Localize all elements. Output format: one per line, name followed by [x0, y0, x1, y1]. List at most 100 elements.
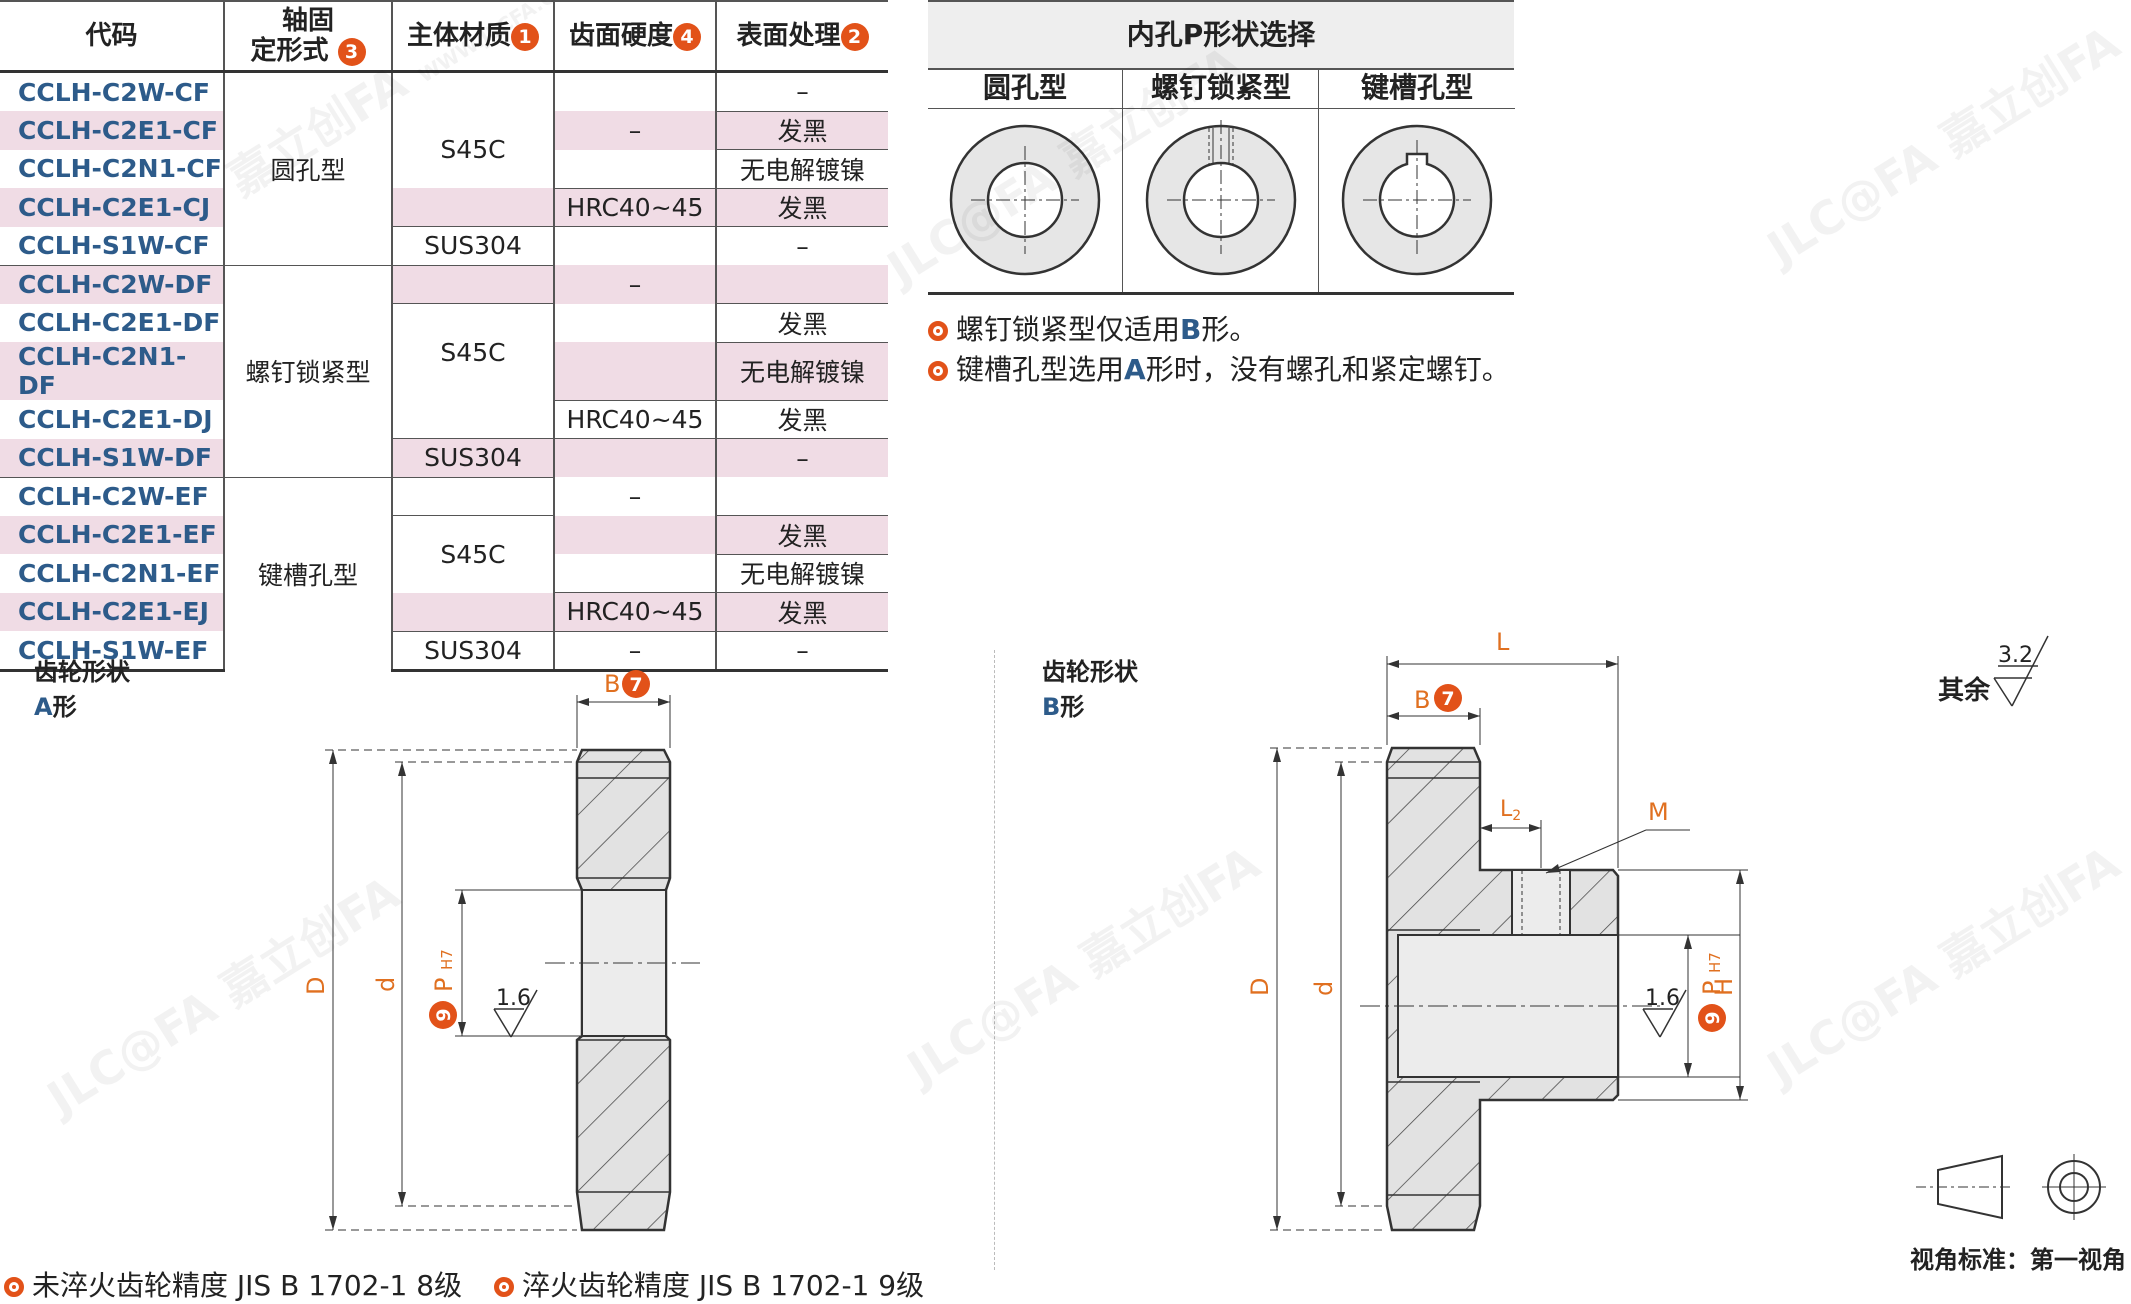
code-cell: CCLH-C2E1-CJ — [0, 188, 224, 227]
dim-H: H — [1710, 978, 1738, 996]
code-cell: CCLH-C2W-DF — [0, 264, 224, 304]
table-row: CCLH-C2W-EF 键槽孔型 – — [0, 476, 888, 671]
code-cell: CCLH-C2N1-DF — [0, 342, 224, 400]
bore-shape-drawings — [949, 120, 1493, 276]
gear-a-drawing: B 7 D d 9 P H7 1.6 — [302, 670, 700, 1232]
table-row: CCLH-C2E1-DF S45C 发黑 — [0, 303, 888, 400]
bore-note-1: 螺钉锁紧型仅适用B形。 — [928, 308, 1257, 348]
code-cell: CCLH-C2E1-DJ — [18, 404, 213, 434]
code-cell: CCLH-C2W-EF — [0, 476, 224, 516]
hardness-cell: – — [553, 111, 716, 150]
bullet-icon — [4, 1277, 24, 1297]
hardness-cell: – — [553, 630, 716, 672]
surface-cell: 发黑 — [715, 110, 888, 150]
table-row: CCLH-C2E1-EF S45C 发黑 — [0, 515, 888, 593]
table-row: CCLH-C2E1-EJ HRC40~45 发黑 — [0, 592, 888, 631]
bore-type-round: 圆孔型 — [928, 68, 1122, 109]
hardness-cell: – — [553, 265, 716, 304]
table-row: CCLH-C2W-CF 圆孔型 – — [0, 71, 888, 265]
code-cell: CCLH-C2E1-CF — [0, 111, 224, 150]
svg-text:9: 9 — [1702, 1011, 1724, 1024]
surface-cell: – — [715, 71, 888, 111]
code-cell: CCLH-C2N1-EF — [18, 558, 221, 588]
badge-9-a — [429, 1001, 457, 1029]
gear-b-title: 齿轮形状 B形 — [1042, 658, 1138, 721]
dim-B-a: B — [604, 670, 620, 698]
hardness-cell: HRC40~45 — [553, 187, 716, 227]
table-row: CCLH-C2E1-DJ HRC40~45 发黑 — [0, 399, 888, 439]
accuracy-note-1: 未淬火齿轮精度 JIS B 1702-1 8级 — [4, 1264, 462, 1304]
badge-2: 2 — [840, 22, 869, 51]
surface-cell: 无电解镀镍 — [715, 553, 888, 593]
bore-type-keyway: 键槽孔型 — [1318, 68, 1515, 109]
surface-cell: 无电解镀镍 — [715, 149, 888, 188]
bore-note-2: 键槽孔型选用A形时，没有螺孔和紧定螺钉。 — [928, 348, 1510, 388]
svg-text:H7: H7 — [438, 949, 456, 970]
surface-cell: 发黑 — [715, 303, 888, 342]
table-row: CCLH-S1W-EF SUS304 – – — [0, 630, 888, 672]
material-cell: SUS304 — [391, 630, 554, 672]
keyway-bore-shape — [1341, 124, 1493, 276]
svg-text:7: 7 — [1441, 688, 1454, 710]
hardness-cell: HRC40~45 — [553, 592, 716, 631]
table-row: CCLH-C2E1-CJ HRC40~45 发黑 — [0, 187, 888, 227]
projection-label: 视角标准：第一视角 — [1910, 1246, 2126, 1274]
rest-roughness-symbol: 3.2 — [1993, 635, 2049, 707]
svg-text:1.6: 1.6 — [1645, 986, 1680, 1011]
roughness-symbol-b: 1.6 — [1642, 986, 1687, 1038]
code-cell: CCLH-C2N1-CF — [18, 154, 222, 184]
accuracy-note-2: 淬火齿轮精度 JIS B 1702-1 9级 — [494, 1264, 924, 1304]
surface-cell: 发黑 — [715, 515, 888, 554]
dim-B-b: B — [1414, 686, 1430, 714]
badge-9-b — [1698, 1004, 1726, 1032]
dim-P-b: P — [1698, 981, 1726, 995]
badge-1: 1 — [511, 22, 539, 51]
material-cell: SUS304 — [391, 226, 554, 265]
fix-type-cell: 圆孔型 — [223, 71, 392, 265]
surface-cell: – — [715, 630, 888, 672]
dim-P-a: P — [430, 978, 458, 992]
table-row: CCLH-C2N1-EF 无电解镀镍 — [0, 553, 888, 593]
code-cell: CCLH-C2E1-DF — [18, 308, 221, 338]
table-row: CCLH-S1W-CF SUS304 – — [0, 226, 888, 265]
code-cell: CCLH-S1W-DF — [0, 438, 224, 477]
code-cell: CCLH-S1W-EF — [0, 631, 224, 672]
code-cell: CCLH-C2E1-EJ — [0, 592, 224, 631]
svg-text:H7: H7 — [1706, 952, 1724, 973]
svg-text:3.2: 3.2 — [1998, 643, 2033, 668]
bore-type-setscrew: 螺钉锁紧型 — [1122, 68, 1319, 109]
bullet-icon — [928, 321, 948, 341]
surface-cell: – — [715, 438, 888, 477]
code-cell: CCLH-S1W-CF — [18, 231, 210, 260]
header-shaft-fix: 轴固 定形式 3 — [223, 0, 392, 73]
svg-text:1.6: 1.6 — [496, 986, 531, 1011]
table-row: CCLH-C2N1-CF 无电解镀镍 — [0, 149, 888, 188]
bore-panel: 内孔P形状选择 圆孔型 螺钉锁紧型 键槽孔型 — [928, 0, 1515, 296]
badge-3: 3 — [337, 37, 366, 66]
surface-cell: 发黑 — [715, 187, 888, 227]
badge-4: 4 — [673, 22, 701, 51]
dim-M: M — [1648, 798, 1669, 826]
badge-7-b — [1434, 684, 1462, 712]
material-cell: S45C — [391, 515, 554, 593]
dim-d-b: d — [1310, 981, 1338, 996]
svg-text:7: 7 — [629, 674, 642, 696]
dim-L2: L2 — [1500, 797, 1521, 824]
dim-D-a: D — [302, 977, 330, 995]
watermark: JLC@FA 嘉立创FA — [1757, 15, 2129, 276]
surface-cell: 发黑 — [715, 399, 888, 439]
first-angle-projection-icon — [1916, 1154, 2106, 1220]
fix-type-cell: 螺钉锁紧型 — [223, 264, 392, 477]
dim-L: L — [1496, 628, 1510, 656]
header-code: 代码 — [0, 0, 224, 73]
material-cell: S45C — [391, 303, 554, 400]
code-cell: CCLH-C2E1-EF — [0, 515, 224, 554]
bore-panel-title: 内孔P形状选择 — [928, 0, 1514, 70]
surface-cell: 发黑 — [715, 592, 888, 631]
surface-cell: – — [715, 226, 888, 265]
